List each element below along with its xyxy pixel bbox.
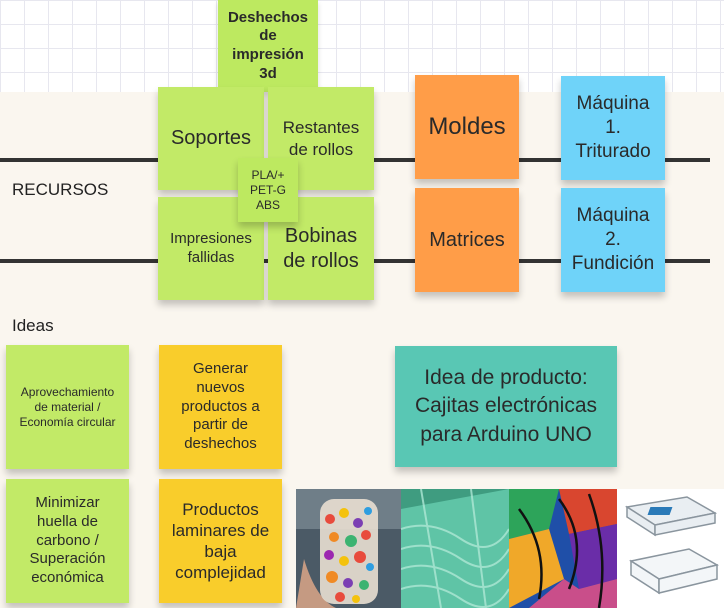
arduino-acrylic-case-image xyxy=(617,489,724,608)
row-label-recursos: RECURSOS xyxy=(12,180,109,199)
note-deshechos-header[interactable]: Deshechos de impresión 3d xyxy=(218,0,318,92)
note-materiales-pla-petg-abs[interactable]: PLA/+ PET-G ABS xyxy=(238,158,298,222)
note-matrices[interactable]: Matrices xyxy=(415,188,519,292)
note-impresiones-fallidas[interactable]: Impresiones fallidas xyxy=(158,197,264,300)
recycled-plastic-flakes-jar-image xyxy=(296,489,401,608)
board-grid-background xyxy=(0,0,724,92)
note-maquina-1-triturado[interactable]: Máquina 1. Triturado xyxy=(561,76,665,180)
note-generar-nuevos-productos[interactable]: Generar nuevos productos a partir de des… xyxy=(159,345,282,469)
colorful-recycled-panel-image xyxy=(509,489,617,608)
note-idea-de-producto[interactable]: Idea de producto: Cajitas electrónicas p… xyxy=(395,346,617,467)
note-minimizar-huella[interactable]: Minimizar huella de carbono / Superación… xyxy=(6,479,129,603)
note-aprovechamiento-material[interactable]: Aprovechamiento de material / Economía c… xyxy=(6,345,129,469)
note-productos-laminares[interactable]: Productos laminares de baja complejidad xyxy=(159,479,282,603)
green-recycled-sheet-image xyxy=(401,489,509,608)
note-maquina-2-fundicion[interactable]: Máquina 2. Fundición xyxy=(561,188,665,292)
note-moldes[interactable]: Moldes xyxy=(415,75,519,179)
row-label-ideas: Ideas xyxy=(12,316,54,335)
